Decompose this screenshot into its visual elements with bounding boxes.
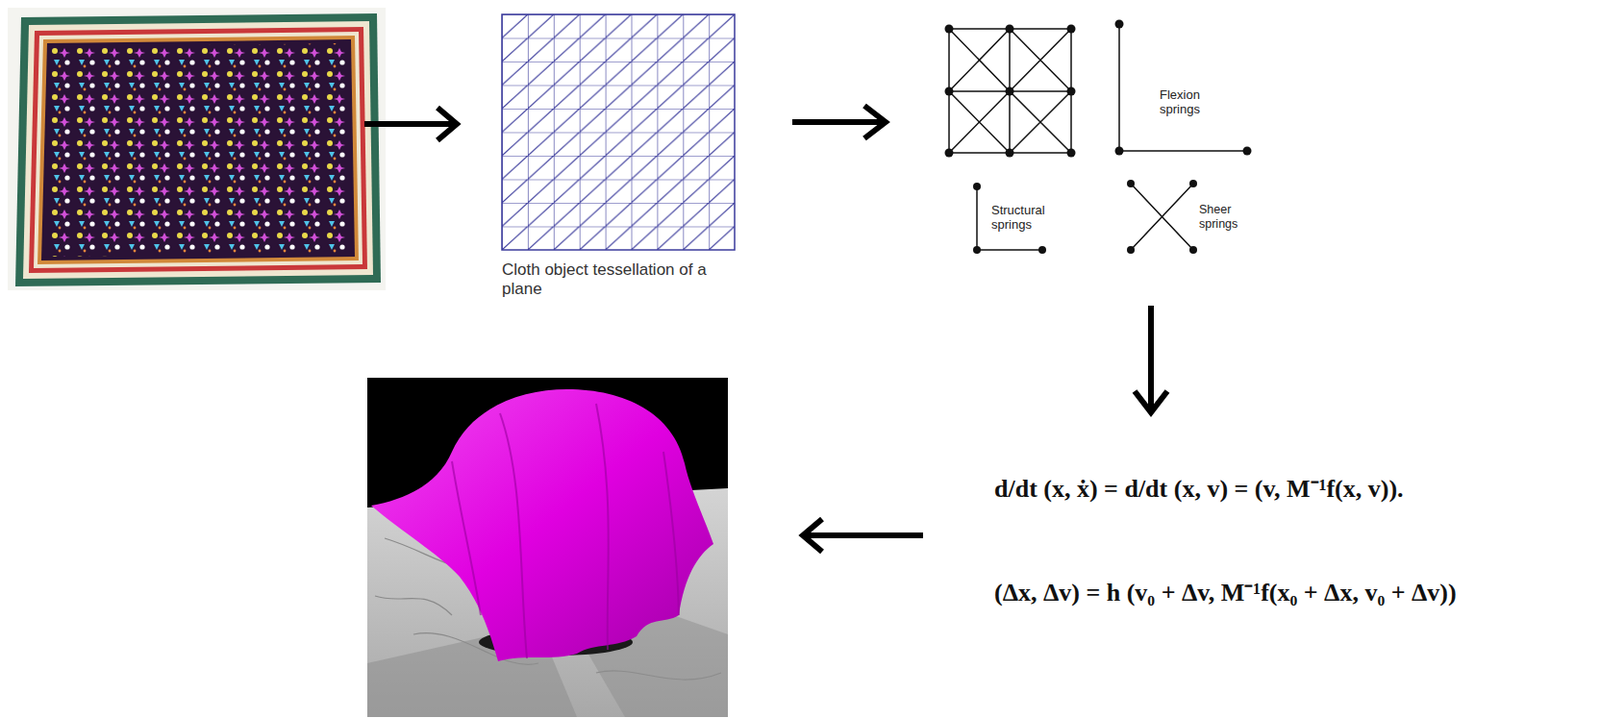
- cloth-render: [367, 377, 728, 718]
- process-arrow: [792, 105, 886, 139]
- process-arrow: [1134, 305, 1168, 413]
- spring-label: Structural springs: [991, 202, 1061, 232]
- scarf-stripe: [37, 35, 359, 265]
- tessellation-grid: [501, 14, 735, 250]
- spring-mesh: [949, 28, 1072, 153]
- cloth-mesh: [371, 389, 714, 662]
- process-arrow: [802, 519, 924, 552]
- shear-spring-symbol: [1126, 179, 1198, 254]
- scarf-pattern: [45, 43, 351, 257]
- implicit-step-equation: (Δx, Δv) = h (v₀ + Δv, M⁻¹f(x₀ + Δx, v₀ …: [994, 574, 1457, 609]
- cloth-folds: [451, 403, 679, 659]
- scarf-stripe: [23, 21, 374, 279]
- spring-label: Sheer springs: [1199, 202, 1250, 232]
- spring-label: Flexion springs: [1149, 87, 1211, 117]
- tessellation-panel: Cloth object tessellation of a plane: [501, 14, 735, 303]
- scarf-stripe: [33, 31, 363, 269]
- mass-points: [945, 25, 1076, 158]
- process-arrow: [364, 107, 457, 141]
- equation-block: d/dt (x, ẋ) = d/dt (x, v) = (v, M⁻¹f(x, …: [994, 433, 1591, 638]
- scarf-photo: [7, 7, 386, 291]
- ode-equation: d/dt (x, ẋ) = d/dt (x, v) = (v, M⁻¹f(x, …: [994, 470, 1404, 505]
- photo-ground: [7, 7, 386, 291]
- scarf-border: [15, 13, 381, 287]
- flexion-spring-symbol: [1115, 20, 1252, 156]
- spring-types-panel: Flexion springsStructural springs Sheer s…: [943, 20, 1255, 256]
- render-background: [367, 377, 728, 718]
- scarf-field: [41, 39, 355, 261]
- scarf-stripe: [28, 26, 368, 274]
- figure-caption: Cloth object tessellation of a plane: [501, 260, 709, 300]
